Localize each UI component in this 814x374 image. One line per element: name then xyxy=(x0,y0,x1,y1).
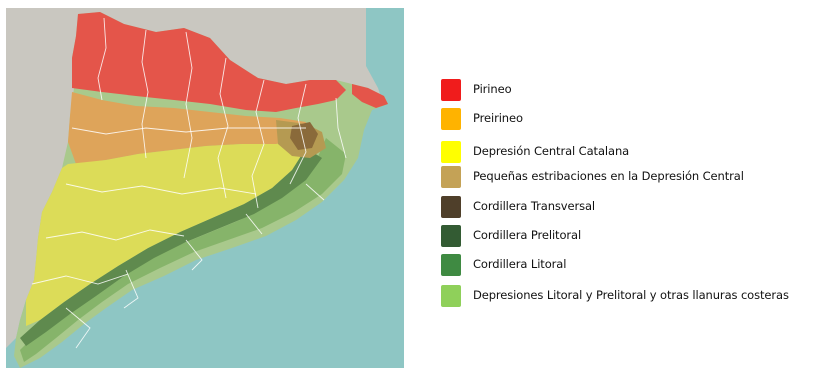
boundary-line xyxy=(31,273,129,285)
legend-label: Preirineo xyxy=(473,111,523,125)
boundary-line xyxy=(71,127,306,135)
boundary-line xyxy=(185,239,203,271)
boundary-line xyxy=(65,183,257,195)
region-pirineo-east xyxy=(352,84,388,108)
legend-swatch xyxy=(441,141,461,163)
map-svg xyxy=(6,8,404,368)
catalonia-relief-map xyxy=(6,8,404,368)
comarca-boundaries xyxy=(31,17,347,349)
legend-item-llanuras-costeras: Depresiones Litoral y Prelitoral y otras… xyxy=(441,285,811,309)
legend-swatch xyxy=(441,285,461,307)
boundary-line xyxy=(45,229,185,241)
boundary-line xyxy=(183,31,193,179)
legend-swatch xyxy=(441,196,461,218)
boundary-line xyxy=(123,269,139,309)
legend-swatch xyxy=(441,108,461,130)
legend-label: Depresión Central Catalana xyxy=(473,144,630,158)
boundary-line xyxy=(289,83,307,185)
boundary-line xyxy=(245,213,263,235)
legend-label: Cordillera Litoral xyxy=(473,257,567,271)
legend-item-cordillera-prelitoral: Cordillera Prelitoral xyxy=(441,225,811,249)
region-preirineo xyxy=(68,92,306,164)
legend-item-pirineo: Pirineo xyxy=(441,79,811,103)
boundary-line xyxy=(251,79,265,209)
legend-label: Cordillera Prelitoral xyxy=(473,228,582,242)
region-pirineo xyxy=(72,12,346,112)
legend-item-cordillera-transversal: Cordillera Transversal xyxy=(441,196,811,220)
region-cordillera-transversal xyxy=(290,122,318,150)
boundary-line xyxy=(65,307,91,349)
legend-label: Pirineo xyxy=(473,82,512,96)
legend-swatch xyxy=(441,79,461,101)
boundary-line xyxy=(217,57,229,199)
legend-item-estribaciones: Pequeñas estribaciones en la Depresión C… xyxy=(441,166,811,190)
legend-item-preirineo: Preirineo xyxy=(441,108,811,132)
legend-swatch xyxy=(441,225,461,247)
boundary-line xyxy=(335,97,347,159)
legend-swatch xyxy=(441,166,461,188)
legend-label: Cordillera Transversal xyxy=(473,199,596,213)
legend-label: Depresiones Litoral y Prelitoral y otras… xyxy=(473,288,789,302)
region-cordillera-litoral xyxy=(20,138,346,362)
region-cordillera-prelitoral xyxy=(20,148,322,346)
legend-item-cordillera-litoral: Cordillera Litoral xyxy=(441,254,811,278)
legend-swatch xyxy=(441,254,461,276)
legend-item-depresion-central: Depresión Central Catalana xyxy=(441,141,811,165)
legend-label: Pequeñas estribaciones en la Depresión C… xyxy=(473,169,744,183)
boundary-line xyxy=(305,183,325,201)
boundary-line xyxy=(97,17,107,101)
boundary-line xyxy=(141,29,149,159)
